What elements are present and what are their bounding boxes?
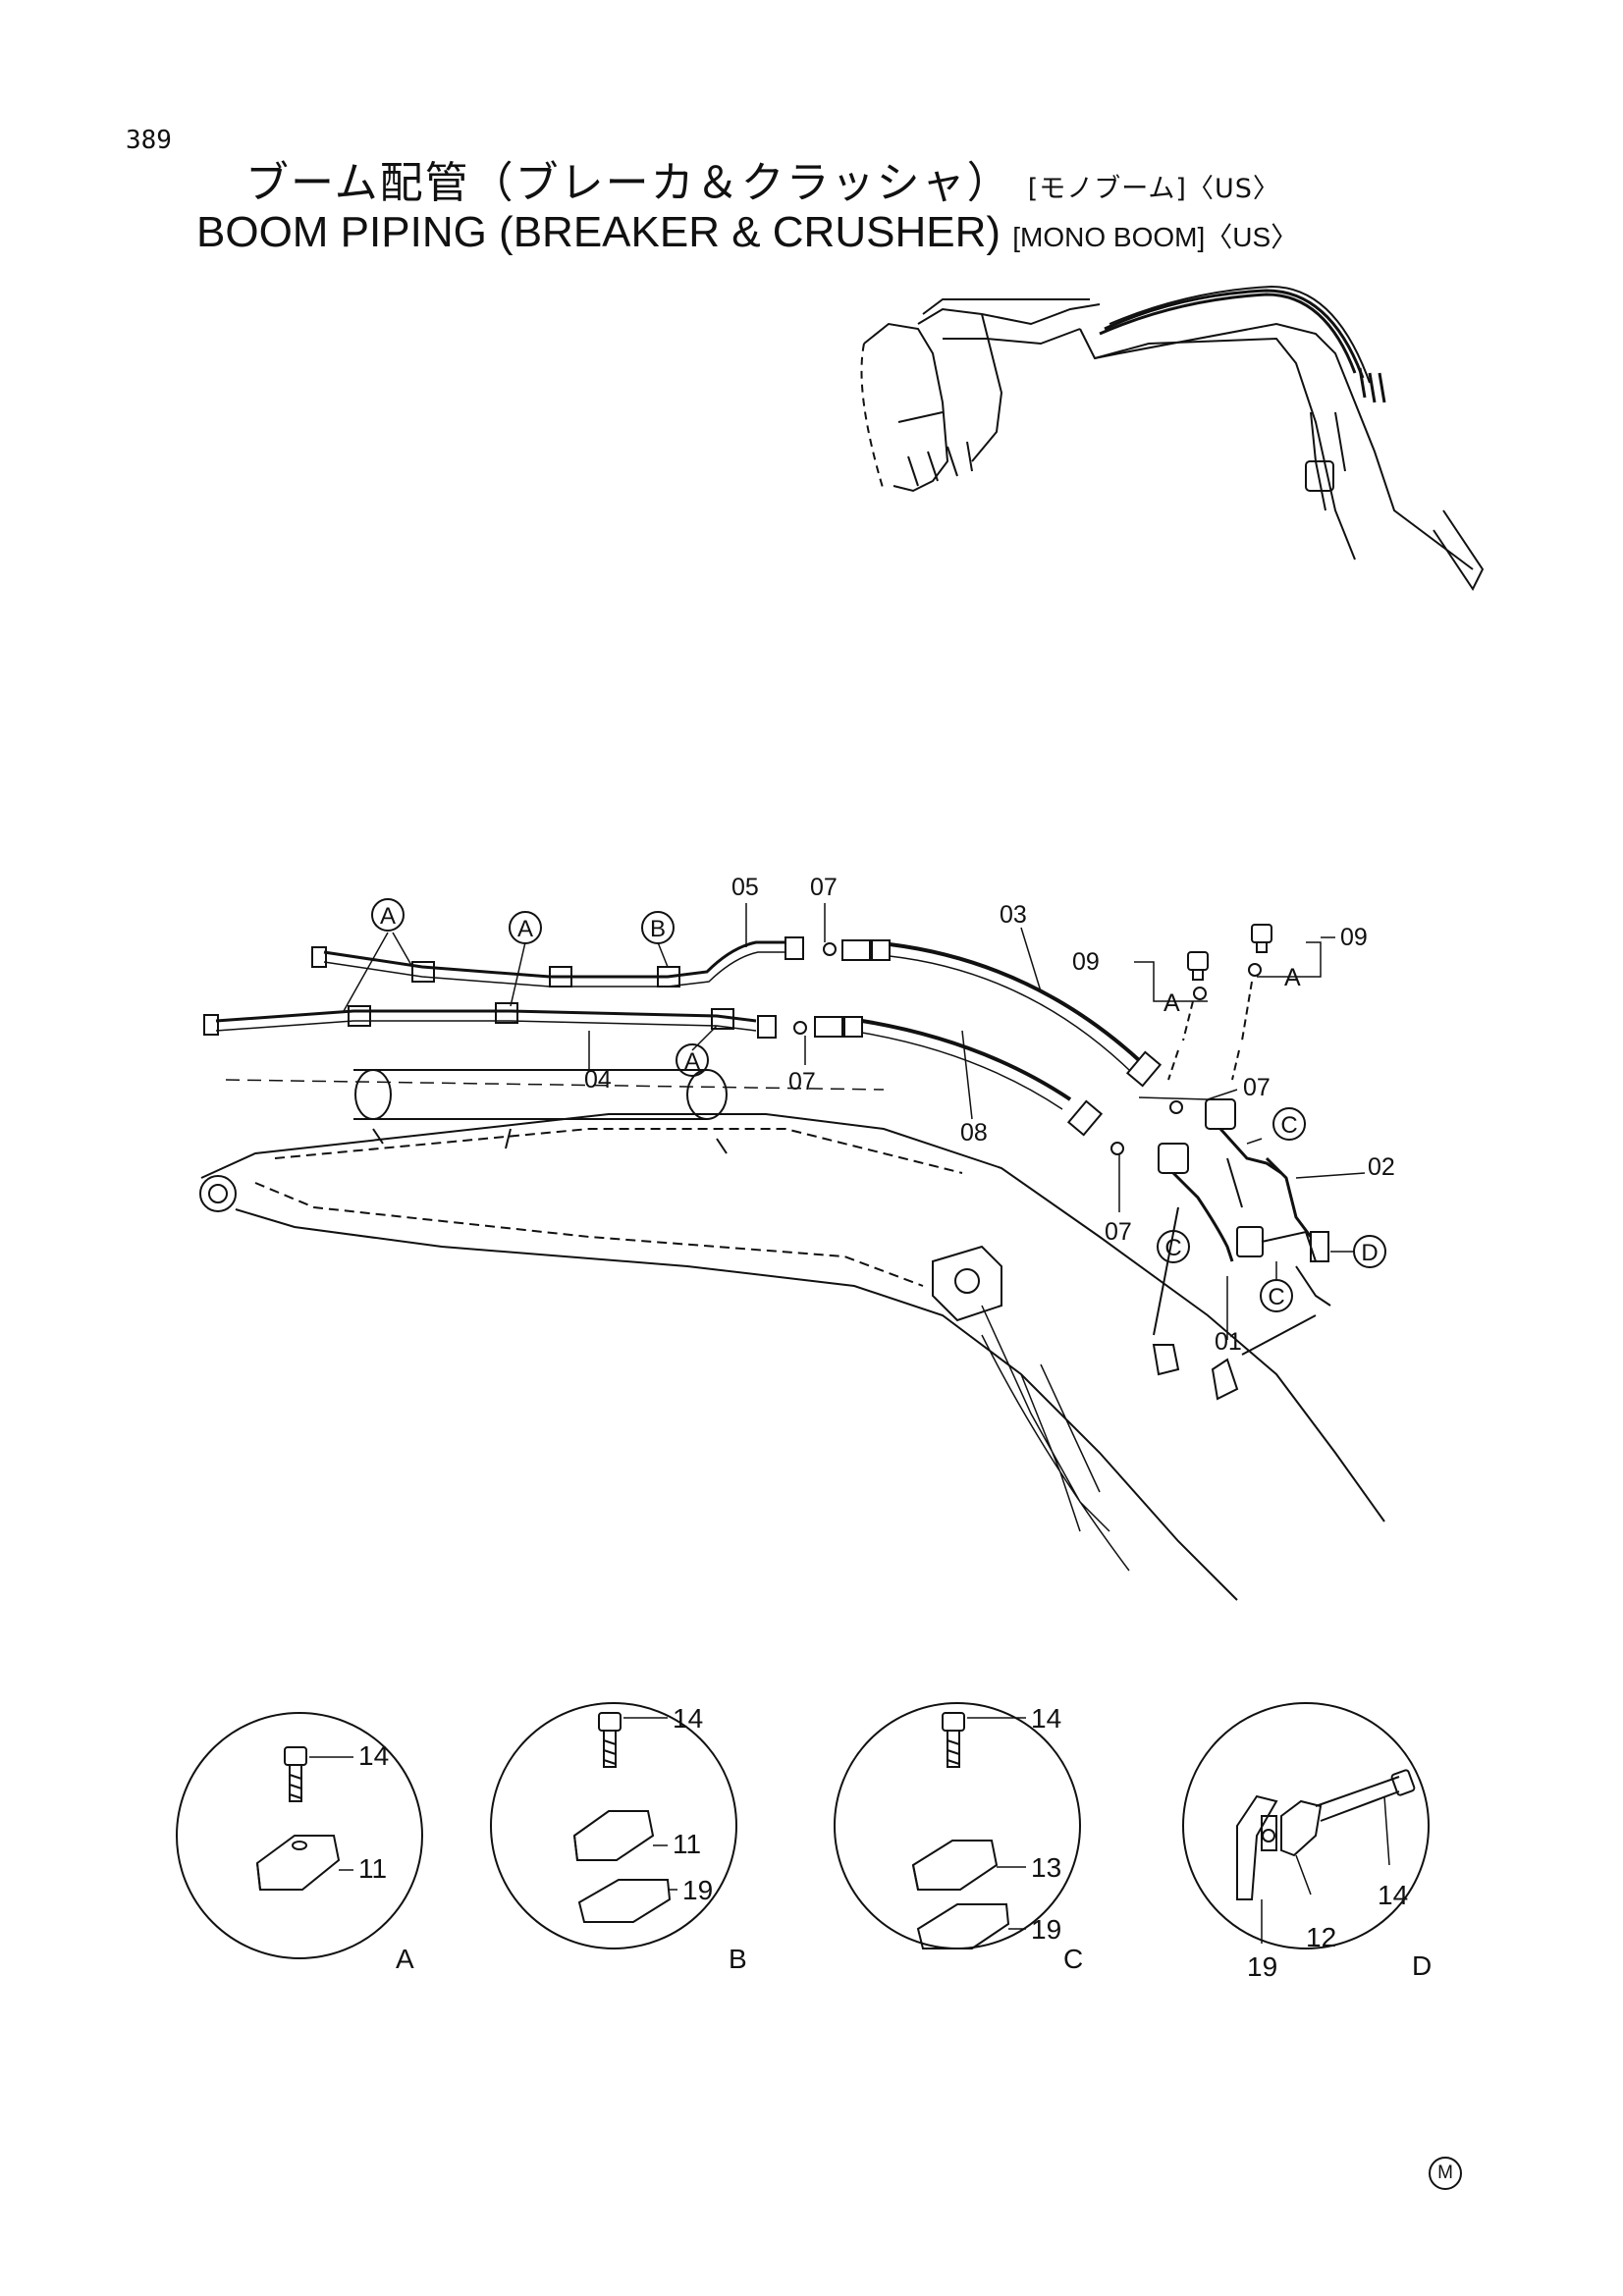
title-english: BOOM PIPING (BREAKER & CRUSHER) [MONO BO… [196,208,1298,257]
callout-04: 04 [584,1066,612,1094]
plug-items [1167,924,1272,1081]
detail-a [176,1712,423,1959]
callout-09-left: 09 [1072,948,1100,976]
detail-d-part-19: 19 [1247,1951,1277,1982]
callout-05: 05 [731,874,759,901]
circled-refs [371,898,1386,1312]
title-japanese: ブーム配管（ブレーカ＆クラッシャ） [モノブーム]〈US〉 [245,147,1280,210]
excavator-overview [860,285,1485,591]
title-japanese-main: ブーム配管（ブレーカ＆クラッシャ） [245,158,1012,208]
callout-a-left: A [1163,989,1180,1017]
callout-08: 08 [960,1119,988,1147]
lower-pipe-line [203,1002,1124,1155]
ref-d-1: D [1361,1240,1378,1266]
upper-pipe-line [311,936,1183,1114]
detail-b-part-14: 14 [673,1703,703,1734]
detail-d-part-14: 14 [1378,1880,1408,1910]
detail-b-part-11: 11 [673,1829,701,1859]
detail-b-letter: B [729,1944,747,1974]
title-english-sub: [MONO BOOM]〈US〉 [1012,222,1299,252]
detail-d [1182,1702,1430,1949]
callout-02: 02 [1368,1153,1395,1181]
detail-c-part-13: 13 [1031,1852,1061,1883]
valve-fittings [1153,1098,1331,1356]
callout-07-low: 07 [1105,1218,1132,1246]
circled-ref-labels: A A B A C C C D [380,903,1379,1310]
ref-a-1: A [380,903,396,930]
detail-c-part-19: 19 [1031,1914,1061,1945]
detail-a-part-11: 11 [358,1853,387,1884]
ref-c-2: C [1164,1235,1181,1261]
title-japanese-sub: [モノブーム]〈US〉 [1027,174,1280,204]
boom-structure [199,1069,1385,1601]
callout-09-right: 09 [1340,924,1368,951]
detail-labels: 14 11 A 14 11 19 B 14 13 19 C 14 12 19 D [358,1703,1432,1982]
callout-07-mid: 07 [788,1068,816,1095]
ref-a-3: A [684,1048,700,1075]
ref-b-1: B [650,916,666,942]
detail-views [176,1702,1430,1959]
detail-a-part-14: 14 [358,1740,389,1771]
ref-c-1: C [1280,1112,1297,1139]
callout-01: 01 [1215,1328,1242,1356]
callout-a-right: A [1284,964,1301,991]
detail-b-part-19: 19 [682,1875,713,1905]
detail-b [490,1702,737,1949]
detail-c-part-14: 14 [1031,1703,1061,1734]
detail-d-part-12: 12 [1306,1922,1336,1952]
ref-a-2: A [517,916,533,942]
leader-lines [343,903,1366,1340]
ref-c-3: C [1268,1284,1284,1310]
detail-d-letter: D [1412,1950,1432,1981]
corner-mark: M [1429,2157,1462,2190]
detail-c [834,1702,1081,1949]
callout-07-top: 07 [810,874,838,901]
title-english-main: BOOM PIPING (BREAKER & CRUSHER) [196,208,1001,256]
page-number: 389 [126,126,172,155]
detail-c-letter: C [1063,1944,1083,1974]
part-callouts: 05 07 03 09 A 09 A 04 07 08 07 02 07 01 [584,874,1395,1356]
callout-07-right: 07 [1243,1074,1271,1101]
detail-a-letter: A [396,1944,414,1974]
callout-03: 03 [1000,901,1027,929]
